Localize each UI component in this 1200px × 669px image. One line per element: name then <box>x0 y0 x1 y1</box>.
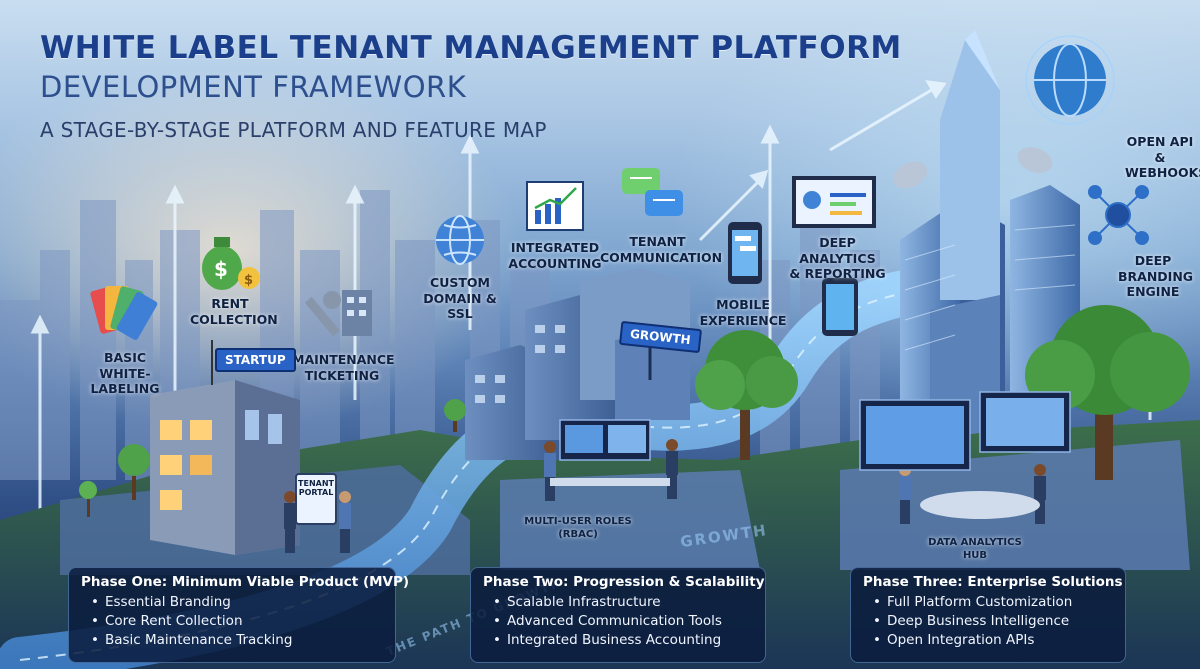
phase-three-item: Deep Business Intelligence <box>863 612 1113 631</box>
smartphone-icon <box>728 222 762 284</box>
label-multi-user-roles: MULTI-USER ROLES (RBAC) <box>524 516 632 540</box>
subtitle: DEVELOPMENT FRAMEWORK <box>40 70 467 104</box>
people <box>284 439 1046 553</box>
label-deep-branding: DEEP BRANDING ENGINE <box>1118 253 1194 300</box>
tablet-icon <box>822 278 858 336</box>
tenant-portal-text: TENANT PORTAL <box>298 479 334 497</box>
phase-one-item: Basic Maintenance Tracking <box>81 631 383 650</box>
phase-one-title: Phase One: Minimum Viable Product (MVP) <box>81 574 410 590</box>
dashboard-icon <box>792 176 876 228</box>
svg-text:$: $ <box>214 257 228 281</box>
phase-two-item: Scalable Infrastructure <box>483 593 753 612</box>
platform-phase-two <box>500 470 760 570</box>
globe-icon <box>436 215 484 265</box>
chart-icon <box>526 181 584 231</box>
main-title: WHITE LABEL TENANT MANAGEMENT PLATFORM <box>40 30 902 66</box>
workstations <box>550 391 1071 519</box>
phase-one-item: Core Rent Collection <box>81 612 383 631</box>
phase-one-panel: Phase One: Minimum Viable Product (MVP) … <box>68 567 410 663</box>
label-rent-collection: RENT COLLECTION <box>190 296 278 327</box>
label-maintenance-ticketing: MAINTENANCE TICKETING <box>292 352 395 383</box>
satellite-dish-icon <box>892 147 1053 189</box>
label-open-api: OPEN API & WEBHOOKS <box>1125 134 1200 181</box>
phase-two-panel: Phase Two: Progression & Scalability Sca… <box>470 567 766 663</box>
phase-three-item: Full Platform Customization <box>863 593 1113 612</box>
label-deep-analytics: DEEP ANALYTICS & REPORTING <box>789 235 886 282</box>
label-basic-white-labeling: BASIC WHITE-LABELING <box>90 350 160 397</box>
phase-three-title: Phase Three: Enterprise Solutions <box>863 574 1123 590</box>
phase-two-item: Integrated Business Accounting <box>483 631 753 650</box>
svg-text:$: $ <box>244 273 253 288</box>
phase-three-item: Open Integration APIs <box>863 631 1113 650</box>
label-data-analytics-hub: DATA ANALYTICS HUB <box>928 537 1022 561</box>
chat-bubbles-icon <box>622 168 683 216</box>
money-bag-icon: $ $ <box>202 237 260 290</box>
phase-two-title: Phase Two: Progression & Scalability <box>483 574 765 590</box>
startup-sign: STARTUP <box>215 348 296 372</box>
label-tenant-communication: TENANT COMMUNICATION <box>600 234 723 265</box>
label-custom-domain: CUSTOM DOMAIN & SSL <box>423 275 497 322</box>
tenant-portal-board <box>295 473 337 525</box>
phase-one-item: Essential Branding <box>81 593 383 612</box>
startup-building <box>150 340 300 555</box>
trees <box>79 305 1190 517</box>
label-integrated-accounting: INTEGRATED ACCOUNTING <box>508 240 602 271</box>
tagline: A STAGE-BY-STAGE PLATFORM AND FEATURE MA… <box>40 118 547 142</box>
label-mobile-experience: MOBILE EXPERIENCE <box>699 297 787 328</box>
wrench-icon <box>304 290 372 337</box>
world-globe-icon <box>1025 35 1115 125</box>
network-icon <box>1088 185 1149 245</box>
palette-icon <box>90 286 158 340</box>
title-block: WHITE LABEL TENANT MANAGEMENT PLATFORM D… <box>40 30 902 142</box>
phase-three-panel: Phase Three: Enterprise Solutions Full P… <box>850 567 1126 663</box>
phase-two-item: Advanced Communication Tools <box>483 612 753 631</box>
